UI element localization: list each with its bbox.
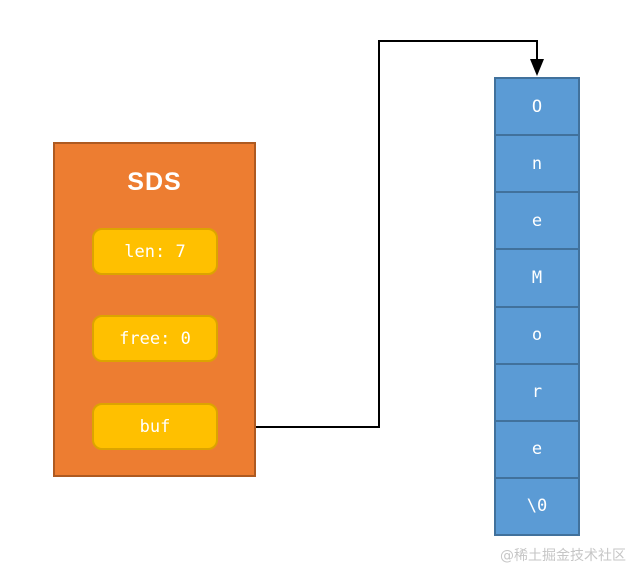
watermark: @稀土掘金技术社区 [500,548,626,564]
buffer-cell-char: e [531,439,543,460]
arrow-head-icon [530,59,544,76]
buffer-cell-char: e [531,210,543,231]
field-len-label: len: 7 [124,241,186,262]
sds-struct-box: SDS len: 7 free: 0 buf [53,142,256,477]
buffer-cell-char: o [531,325,543,346]
buffer-cell-char: O [531,96,543,117]
buffer-cell-char: r [531,382,543,403]
buffer-cell: M [496,250,578,308]
buffer-cell: r [496,365,578,422]
buffer-cell-char: n [531,153,543,174]
field-free-label: free: 0 [119,328,191,349]
buffer-cell-char: \0 [526,496,548,517]
buffer-cell: \0 [496,479,578,534]
buffer-cell: e [496,422,578,479]
buffer-cell: e [496,193,578,251]
field-free: free: 0 [92,315,218,362]
sds-title: SDS [127,168,182,196]
buffer-cell-char: M [531,267,543,288]
field-buf-label: buf [139,416,171,437]
buffer-cell: o [496,308,578,365]
field-buf: buf [92,403,218,450]
field-len: len: 7 [92,228,218,275]
buffer-cell: O [496,79,578,137]
char-buffer-array: O n e M o r e \0 [494,77,580,536]
arrow-line [218,40,538,428]
buffer-cell: n [496,136,578,194]
